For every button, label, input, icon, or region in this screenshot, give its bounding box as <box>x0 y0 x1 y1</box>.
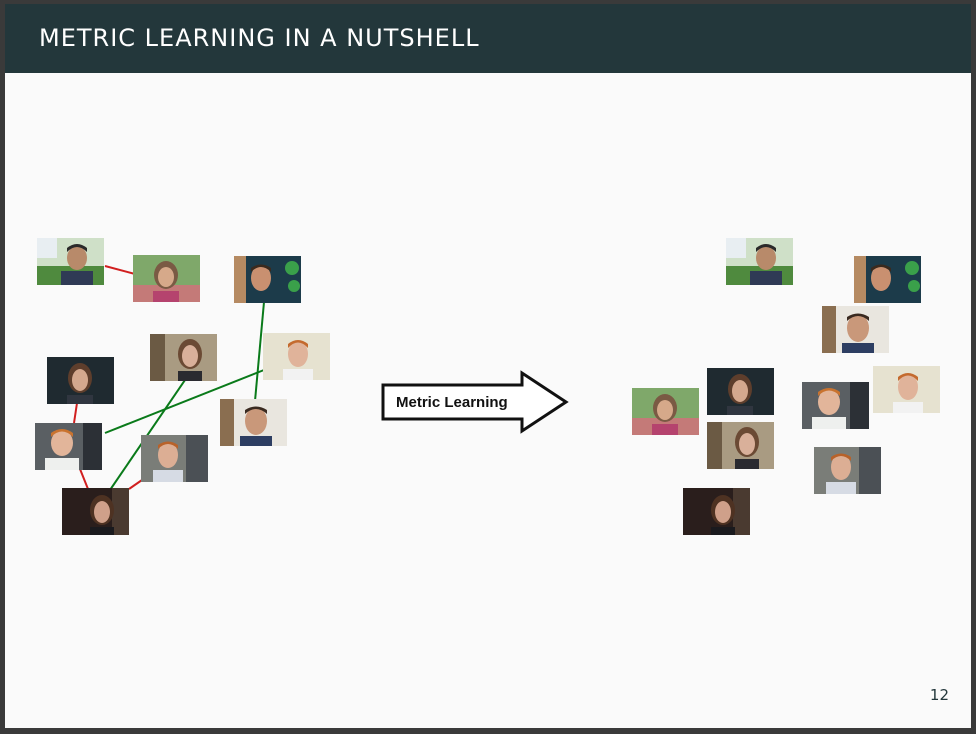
face-photo-redhead-man-bookshelf-2 <box>814 447 881 494</box>
face-photo-man-short-hair <box>220 399 287 446</box>
face-photo-man-short-hair <box>822 306 889 353</box>
similar-link <box>254 301 265 402</box>
face-photo-woman-pink-top <box>632 388 699 435</box>
face-photo-man-dark-hair-outdoor <box>37 238 104 285</box>
face-photo-redhead-man-bookshelf <box>35 423 102 470</box>
face-photo-redhead-man-light-bg <box>263 333 330 380</box>
dissimilar-link <box>79 468 89 490</box>
slide: METRIC LEARNING IN A NUTSHELL <box>5 4 971 728</box>
slide-header: METRIC LEARNING IN A NUTSHELL <box>5 4 971 73</box>
face-photo-redhead-man-bookshelf-2 <box>141 435 208 482</box>
face-photo-woman-dark-bg <box>707 368 774 415</box>
face-photo-woman-dark-bg <box>47 357 114 404</box>
page-number: 12 <box>929 686 949 704</box>
similar-link <box>104 369 265 434</box>
dissimilar-link <box>104 265 136 275</box>
dissimilar-link <box>128 479 143 490</box>
face-photo-woman-bookshelf <box>683 488 750 535</box>
face-photo-man-monitor-background <box>854 256 921 303</box>
arrow-label: Metric Learning <box>396 394 508 411</box>
face-photo-woman-pink-top <box>133 255 200 302</box>
metric-learning-arrow: Metric Learning <box>381 370 569 434</box>
face-photo-woman-indoor <box>150 334 217 381</box>
face-photo-man-monitor-background <box>234 256 301 303</box>
face-photo-woman-bookshelf <box>62 488 129 535</box>
face-photo-redhead-man-bookshelf <box>802 382 869 429</box>
face-photo-redhead-man-light-bg <box>873 366 940 413</box>
face-photo-man-dark-hair-outdoor <box>726 238 793 285</box>
dissimilar-link <box>73 402 78 424</box>
face-photo-woman-indoor <box>707 422 774 469</box>
slide-title: METRIC LEARNING IN A NUTSHELL <box>39 24 480 52</box>
